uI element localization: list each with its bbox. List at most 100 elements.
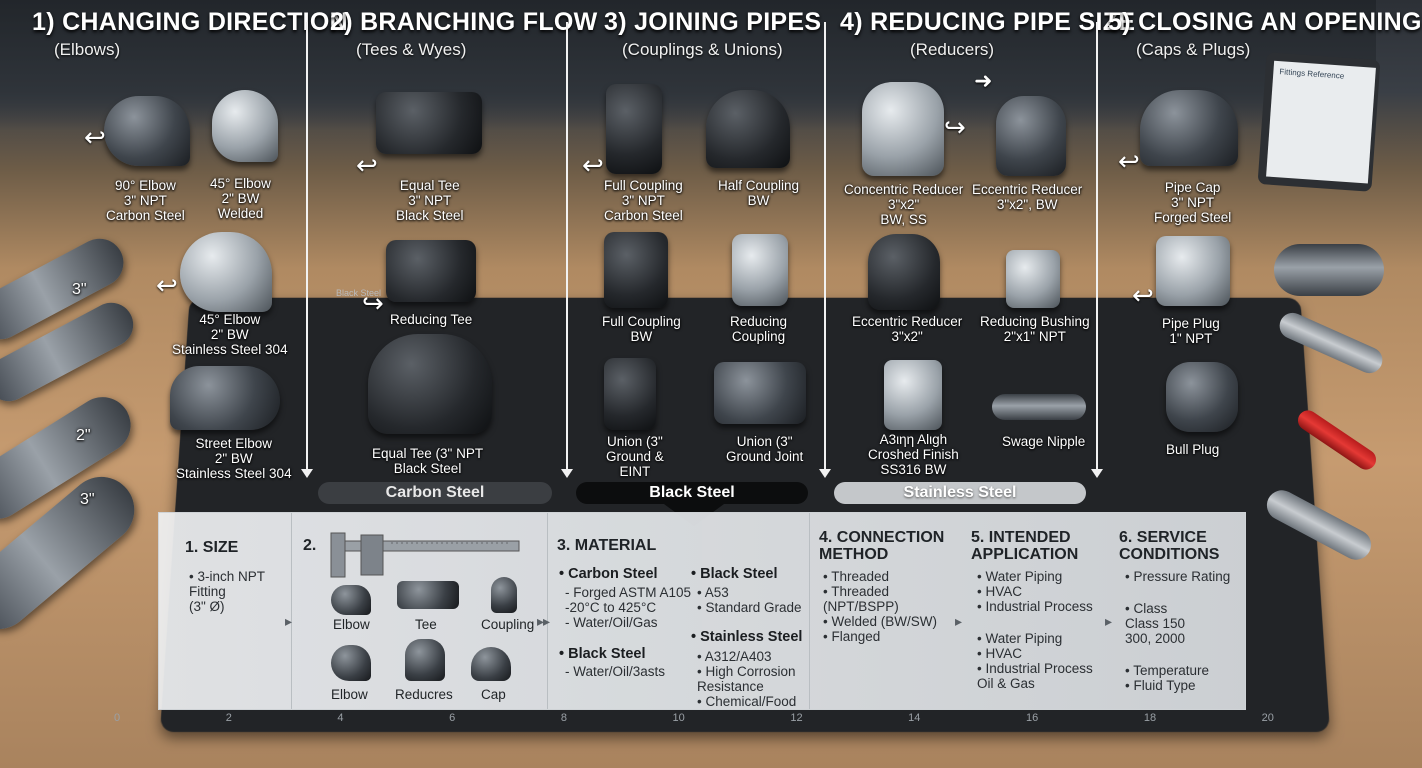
label-reducing-coupling: Reducing Coupling — [730, 314, 788, 344]
label-swage-nipple: Swage Nipple — [1002, 434, 1086, 449]
curved-arrow-icon: ↩ — [1118, 146, 1140, 176]
reducing-bushing-fitting — [1006, 250, 1060, 308]
reducer-mini-icon — [405, 639, 445, 681]
service-items-1: • Pressure Rating — [1125, 569, 1231, 584]
label-street-elbow: Street Elbow 2" BW Stainless Steel 304 — [176, 436, 292, 481]
label-ss316-finish: A3ιηη Αlιgh Croshed Finish SS316 BW — [868, 432, 959, 477]
label-equal-tee: Equal Tee 3" NPT Black Steel — [396, 178, 464, 223]
type-label-reducer: Reducres — [395, 687, 453, 702]
service-items-2: • Class Class 150 300, 2000 — [1125, 601, 1186, 646]
column-divider — [1091, 22, 1103, 478]
column-divider — [561, 22, 573, 478]
full-coupling-bw-fitting — [604, 232, 668, 308]
label-eccentric-reducer-bw: Eccentric Reducer 3"x2", BW — [972, 182, 1083, 212]
application-items-2: • Water Piping • HVAC • Industrial Proce… — [977, 631, 1093, 691]
bull-plug-fitting — [1166, 362, 1238, 432]
curved-arrow-icon: ↪ — [944, 112, 966, 142]
curved-arrow-icon: ↩ — [582, 150, 604, 180]
elbow-mini-icon — [331, 645, 371, 681]
section-connection: 4. CONNECTION METHOD • Threaded • Thread… — [809, 513, 961, 709]
material-stainless-steel: Stainless Steel — [834, 482, 1086, 504]
selection-criteria-panel: 1. SIZE • 3-inch NPT Fitting (3" Ø) ▸ 2.… — [158, 512, 1246, 710]
label-full-coupling-npt: Full Coupling 3" NPT Carbon Steel — [604, 178, 683, 223]
ruler-tick: 14 — [908, 712, 921, 724]
tablet-title: Fittings Reference — [1279, 67, 1345, 81]
material-black-steel-heading: • Black Steel — [559, 646, 646, 662]
ruler-tick: 6 — [449, 712, 456, 724]
label-reducing-tee: Reducing Tee — [390, 312, 473, 327]
elbow-45-fitting — [212, 90, 278, 162]
application-heading: 5. INTENDED APPLICATION — [971, 529, 1079, 563]
label-elbow-45-bw: 45° Elbow 2" BW Welded — [210, 176, 271, 221]
curved-arrow-icon: ↩ — [84, 122, 106, 152]
service-items-3: • Temperature • Fluid Type — [1125, 663, 1210, 693]
union-joint-fitting — [714, 362, 806, 424]
pipe-plug-fitting — [1156, 236, 1230, 306]
half-coupling-fitting — [706, 90, 790, 168]
service-heading: 6. SERVICE CONDITIONS — [1119, 529, 1220, 563]
ruler-tick: 18 — [1143, 712, 1157, 724]
label-union-joint: Union (3" Ground Joint — [726, 434, 804, 464]
section-material: 3. MATERIAL • Carbon Steel - Forged ASTM… — [537, 513, 810, 709]
column-subtitle-elbows: (Elbows) — [54, 40, 121, 59]
arrow-icon: ➜ — [974, 68, 993, 93]
chevron-right-icon: ▸ — [537, 613, 545, 629]
reference-tablet: Fittings Reference — [1257, 52, 1381, 192]
ruler-tick: 8 — [560, 712, 567, 724]
column-title-couplings: 3) JOINING PIPES — [604, 8, 822, 36]
label-half-coupling: Half Coupling BW — [718, 178, 800, 208]
pipe-size-mark: 2" — [76, 427, 91, 444]
reducing-coupling-fitting — [732, 234, 788, 306]
ruler-tick: 4 — [337, 712, 344, 724]
material-stainless-steel-heading: • Stainless Steel — [691, 629, 803, 645]
material-carbon-steel: Carbon Steel — [318, 482, 552, 504]
elbow-mini-icon — [331, 585, 371, 615]
ruler-tick: 10 — [672, 712, 685, 724]
material-black-steel-items-2: • A53 • Standard Grade — [697, 585, 802, 615]
connection-items: • Threaded • Threaded (NPT/BSPP) • Welde… — [823, 569, 937, 644]
section-size: 1. SIZE • 3-inch NPT Fitting (3" Ø) ▸ — [159, 513, 292, 709]
column-subtitle-tees: (Tees & Wyes) — [356, 40, 467, 59]
column-title-reducers: 4) REDUCING PIPE SIZE — [840, 8, 1136, 36]
type-label-elbow-2: Elbow — [331, 687, 368, 702]
section-application: 5. INTENDED APPLICATION • Water Piping •… — [955, 513, 1111, 709]
column-divider — [301, 22, 313, 478]
reducing-tee-fitting — [386, 240, 476, 302]
label-equal-tee-wye: Equal Tee (3" NPT Black Steel — [372, 446, 484, 476]
pipe-cap-fitting — [1140, 90, 1238, 166]
ruler-tick: 16 — [1026, 712, 1039, 724]
chevron-right-icon: ▸ — [955, 613, 963, 629]
concentric-reducer-fitting — [862, 82, 944, 176]
swage-nipple-fitting — [992, 394, 1086, 420]
material-black-steel-items: - Water/Oil/3asts — [565, 664, 666, 679]
label-eccentric-reducer: Eccentric Reducer 3"x2" — [852, 314, 963, 344]
material-carbon-steel-items: - Forged ASTM A105 -20°C to 425°C - Wate… — [565, 585, 692, 630]
elbow-90-fitting — [104, 96, 190, 166]
curved-arrow-icon: ↪ — [362, 288, 384, 318]
label-concentric-reducer: Concentric Reducer 3"x2" BW, SS — [844, 182, 964, 227]
full-coupling-npt-fitting — [606, 84, 662, 174]
eccentric-reducer-fitting — [868, 234, 940, 310]
column-subtitle-couplings: (Couplings & Unions) — [622, 40, 783, 59]
chevron-right-icon: ▸ — [1105, 613, 1113, 629]
label-pipe-plug: Pipe Plug 1" NPT — [1162, 316, 1220, 346]
label-elbow-45-ss: 45° Elbow 2" BW Stainless Steel 304 — [172, 312, 288, 357]
curved-arrow-icon: ↩ — [156, 270, 178, 300]
type-label-elbow: Elbow — [333, 617, 370, 632]
type-heading: 2. — [303, 537, 317, 554]
ruler-tick: 2 — [225, 712, 232, 724]
column-title-tees: 2) BRANCHING FLOW — [330, 8, 598, 36]
column-subtitle-reducers: (Reducers) — [910, 40, 995, 59]
ss316-fitting — [884, 360, 942, 430]
connection-heading: 4. CONNECTION METHOD — [819, 529, 945, 563]
label-elbow-90: 90° Elbow 3" NPT Carbon Steel — [106, 178, 185, 223]
equal-tee-fitting — [376, 92, 482, 154]
label-full-coupling-bw: Full Coupling BW — [602, 314, 681, 344]
size-item: • 3-inch NPT Fitting (3" Ø) — [189, 569, 265, 614]
street-elbow-fitting — [170, 366, 280, 430]
pipe-size-mark: 3" — [72, 281, 87, 298]
mat-label: Black Steel — [336, 288, 382, 298]
curved-arrow-icon: ↩ — [1132, 280, 1154, 310]
label-bull-plug: Bull Plug — [1166, 442, 1220, 457]
